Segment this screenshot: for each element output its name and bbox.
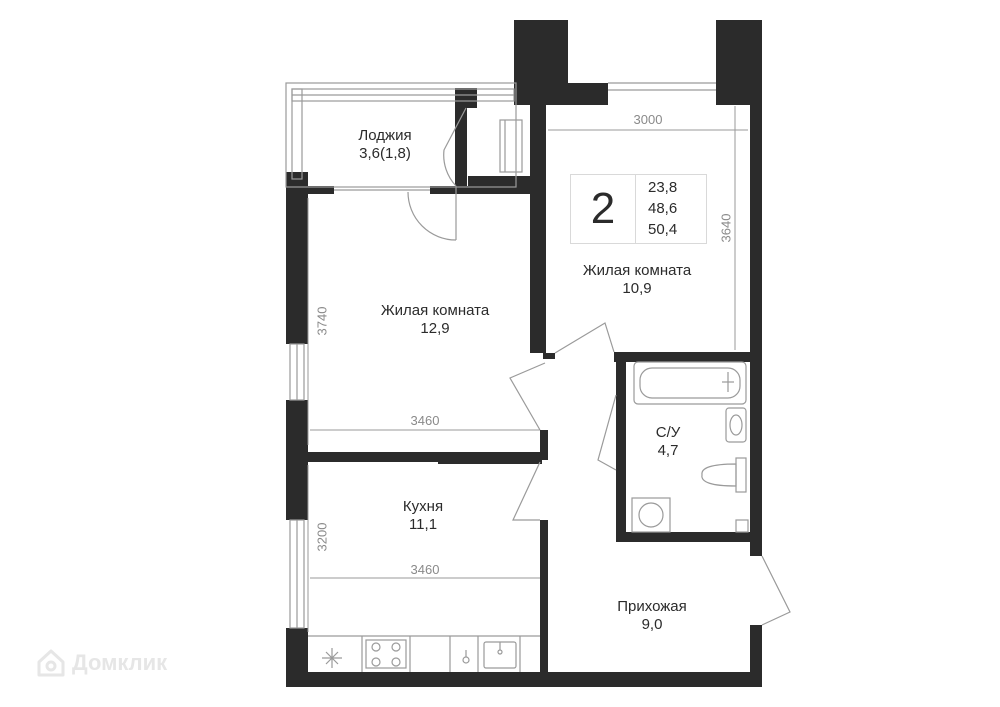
walls <box>286 20 762 687</box>
loggia-frame <box>285 82 716 188</box>
sink <box>725 407 747 443</box>
washing-machine <box>631 497 671 533</box>
living-area: 23,8 <box>648 179 678 196</box>
wall-bath-top <box>614 352 762 362</box>
apartment-summary: 2 23,8 48,6 50,4 <box>570 174 707 244</box>
room-area: 3,6(1,8) <box>359 145 411 162</box>
room-area: 11,1 <box>408 516 438 533</box>
room-label-living-1: Жилая комната 12,9 <box>381 302 489 338</box>
watermark: Домклик <box>36 648 167 678</box>
dim-living1-height: 3740 <box>314 306 330 336</box>
wall-bottom <box>286 672 762 687</box>
toilet <box>701 463 737 487</box>
toilet-tank <box>735 457 747 493</box>
windows <box>289 189 430 629</box>
dim-living2-height: 3640 <box>718 213 734 243</box>
bathtub <box>633 361 747 405</box>
room-count: 2 <box>571 175 636 243</box>
total-area-with-loggia: 50,4 <box>648 221 678 238</box>
room-label-loggia: Лоджия 3,6(1,8) <box>358 127 411 163</box>
room-area: 9,0 <box>641 616 663 633</box>
dim-kitchen-height: 3200 <box>314 522 330 552</box>
room-name: Кухня <box>402 498 444 515</box>
dim-living1-width: 3460 <box>410 413 440 428</box>
room-label-hallway: Прихожая 9,0 <box>617 598 687 634</box>
room-name: С/У <box>655 424 681 441</box>
stove <box>365 639 407 669</box>
wall-left-2 <box>286 400 308 520</box>
watermark-text: Домклик <box>72 650 168 675</box>
dim-living2-width: 3000 <box>630 113 666 127</box>
room-name: Прихожая <box>617 598 687 615</box>
domclick-logo-icon <box>37 649 65 677</box>
dim-kitchen-width: 3460 <box>410 562 440 577</box>
wall-right-upper <box>750 83 762 556</box>
wall-bath-left <box>616 352 626 542</box>
wall-bath-bottom <box>616 532 762 542</box>
kitchen-fixtures <box>308 635 540 672</box>
room-name: Жилая комната <box>582 262 692 279</box>
room-area: 4,7 <box>657 442 679 459</box>
total-area: 48,6 <box>648 200 678 217</box>
dimension-lines <box>307 106 748 632</box>
room-area: 10,9 <box>622 280 652 297</box>
wall-left-1 <box>286 172 308 344</box>
room-label-bathroom: С/У 4,7 <box>656 424 681 460</box>
wall-left-3 <box>286 628 308 687</box>
doors <box>407 107 791 626</box>
room-area: 12,9 <box>420 320 450 337</box>
room-name: Жилая комната <box>380 302 490 319</box>
room-label-living-2: Жилая комната 10,9 <box>583 262 691 298</box>
bathroom-fixtures <box>631 361 749 533</box>
room-label-kitchen: Кухня 11,1 <box>403 498 443 534</box>
room-name: Лоджия <box>358 127 412 144</box>
wall-right-lower <box>750 625 762 687</box>
